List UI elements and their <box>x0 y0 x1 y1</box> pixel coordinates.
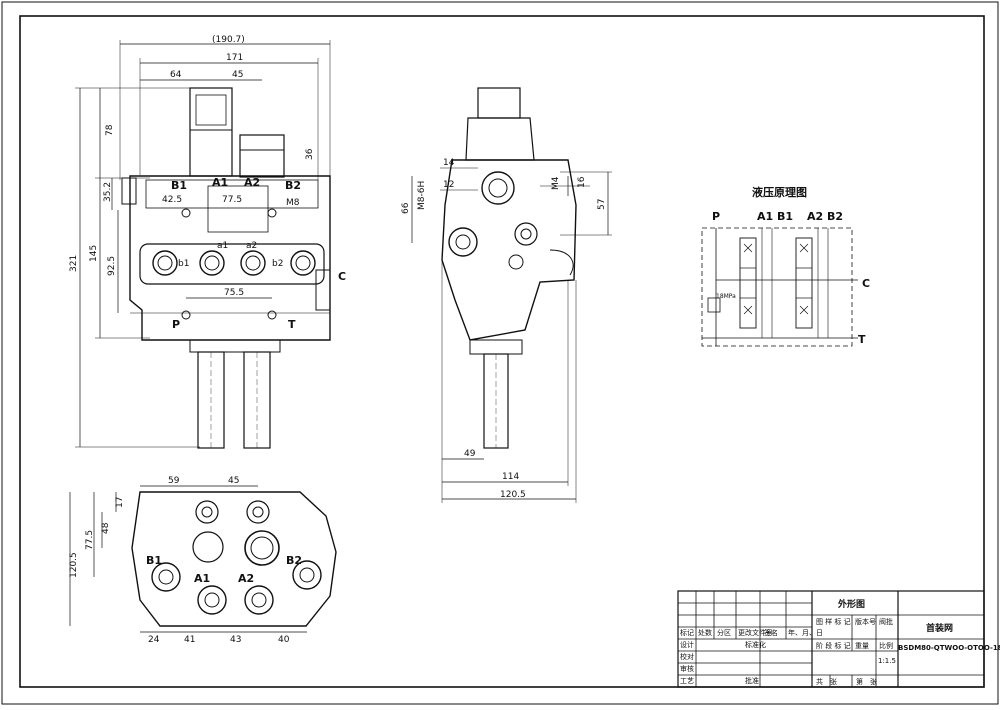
schematic-c: C <box>862 277 870 290</box>
dim-75-5: 75.5 <box>224 288 244 298</box>
label-b2-small: b2 <box>272 259 283 269</box>
dim-12: 12 <box>443 180 454 190</box>
dim-57: 57 <box>597 199 607 210</box>
title-side-review: 审核 <box>680 664 694 673</box>
bottom-label-b1: B1 <box>146 554 162 567</box>
dim-64: 64 <box>170 70 182 80</box>
label-t: T <box>288 318 296 331</box>
title-sheets-label: 共 张 <box>816 677 837 686</box>
title-drawing-name: 外形图 <box>837 598 865 610</box>
dim-14: 14 <box>443 158 455 168</box>
dim-190-7: (190.7) <box>212 35 245 45</box>
label-a1: A1 <box>212 176 228 189</box>
title-side-design: 设计 <box>680 640 694 649</box>
schematic-p: P <box>712 210 720 223</box>
dim-m8-6h: M8-6H <box>417 181 427 210</box>
dim-m8: M8 <box>286 198 300 208</box>
dim-120-5-bottom: 120.5 <box>69 552 79 578</box>
title-row-date: 年、月、日 <box>788 628 823 637</box>
label-b1-small: b1 <box>178 259 189 269</box>
dim-49: 49 <box>464 449 476 459</box>
title-side-process: 工艺 <box>680 677 694 685</box>
label-p: P <box>172 318 180 331</box>
dim-114: 114 <box>502 472 519 482</box>
schematic-a2b2: A2 B2 <box>807 210 843 223</box>
dim-48: 48 <box>101 522 111 534</box>
dim-77-5: 77.5 <box>222 195 242 205</box>
schematic-relief-label: 18MPa <box>716 293 736 300</box>
dim-59: 59 <box>168 476 180 486</box>
dim-35-2: 35.2 <box>103 182 113 202</box>
label-a2: A2 <box>244 176 260 189</box>
title-batch-label: 阀批 <box>879 617 893 626</box>
title-scale-value: 1:1.5 <box>878 657 896 665</box>
bottom-label-a2: A2 <box>238 572 254 585</box>
dim-24: 24 <box>148 635 160 645</box>
dim-16: 16 <box>577 176 587 188</box>
dim-92-5: 92.5 <box>107 256 117 276</box>
dim-77-5-bottom: 77.5 <box>85 530 95 550</box>
side-view: 14 12 66 M8-6H M4 16 57 49 114 120.5 <box>401 87 612 503</box>
label-b2: B2 <box>285 179 301 192</box>
title-sheet-label: 第 张 <box>856 677 877 686</box>
schematic-title: 液压原理图 <box>752 185 807 199</box>
title-row-mark: 标记 <box>680 628 694 637</box>
dim-41: 41 <box>184 635 195 645</box>
title-scale-label: 比例 <box>879 641 893 650</box>
dim-40: 40 <box>278 635 290 645</box>
title-company: 首装网 <box>926 622 953 634</box>
title-code-label: 图 样 标 记 <box>816 617 851 626</box>
dim-45-bottom: 45 <box>228 476 239 486</box>
dim-66: 66 <box>401 202 411 214</box>
label-c: C <box>338 270 346 283</box>
title-block: 外形图 首装网 BSDM80-QTWOO-OTOO-18 版本号 阀批 重量 比… <box>677 590 1000 688</box>
dim-42-5: 42.5 <box>162 195 182 205</box>
title-side-check: 校对 <box>680 652 694 661</box>
label-a2-small: a2 <box>246 241 257 251</box>
schematic-t: T <box>858 333 866 346</box>
title-std-label: 标准化 <box>745 640 766 649</box>
title-version-label: 版本号 <box>855 617 876 626</box>
dim-120-5: 120.5 <box>500 490 526 500</box>
dim-171: 171 <box>226 53 243 63</box>
schematic-a1b1: A1 B1 <box>757 210 793 223</box>
title-row-sign: 签名 <box>764 628 778 637</box>
bottom-view: B1 A1 A2 B2 59 45 17 48 77.5 120.5 24 41… <box>69 476 337 645</box>
dim-m4: M4 <box>551 176 561 190</box>
title-row-doc: 更改文件号 <box>738 628 773 637</box>
title-row-zone: 分区 <box>717 628 731 637</box>
dim-43: 43 <box>230 635 241 645</box>
dim-145: 145 <box>89 245 99 262</box>
bottom-label-a1: A1 <box>194 572 210 585</box>
title-stage-label: 阶 段 标 记 <box>816 641 851 650</box>
inner-frame <box>19 15 985 688</box>
dim-321: 321 <box>69 255 79 272</box>
front-ports <box>152 208 316 320</box>
title-row-count: 处数 <box>698 628 712 637</box>
hydraulic-schematic: 液压原理图 P A1 B1 A2 B2 C T 18MPa <box>701 185 870 347</box>
dim-78: 78 <box>105 124 115 136</box>
bottom-label-b2: B2 <box>286 554 302 567</box>
title-weight-label: 重量 <box>855 642 869 650</box>
dim-36: 36 <box>305 148 315 160</box>
title-model: BSDM80-QTWOO-OTOO-18 <box>898 644 1000 652</box>
dim-17: 17 <box>115 497 125 508</box>
title-approve-label: 批准 <box>745 676 759 685</box>
label-b1: B1 <box>171 179 187 192</box>
dim-45: 45 <box>232 70 243 80</box>
label-a1-small: a1 <box>217 241 228 251</box>
front-view: (190.7) 171 64 45 321 78 35.2 145 92.5 3… <box>69 35 346 449</box>
